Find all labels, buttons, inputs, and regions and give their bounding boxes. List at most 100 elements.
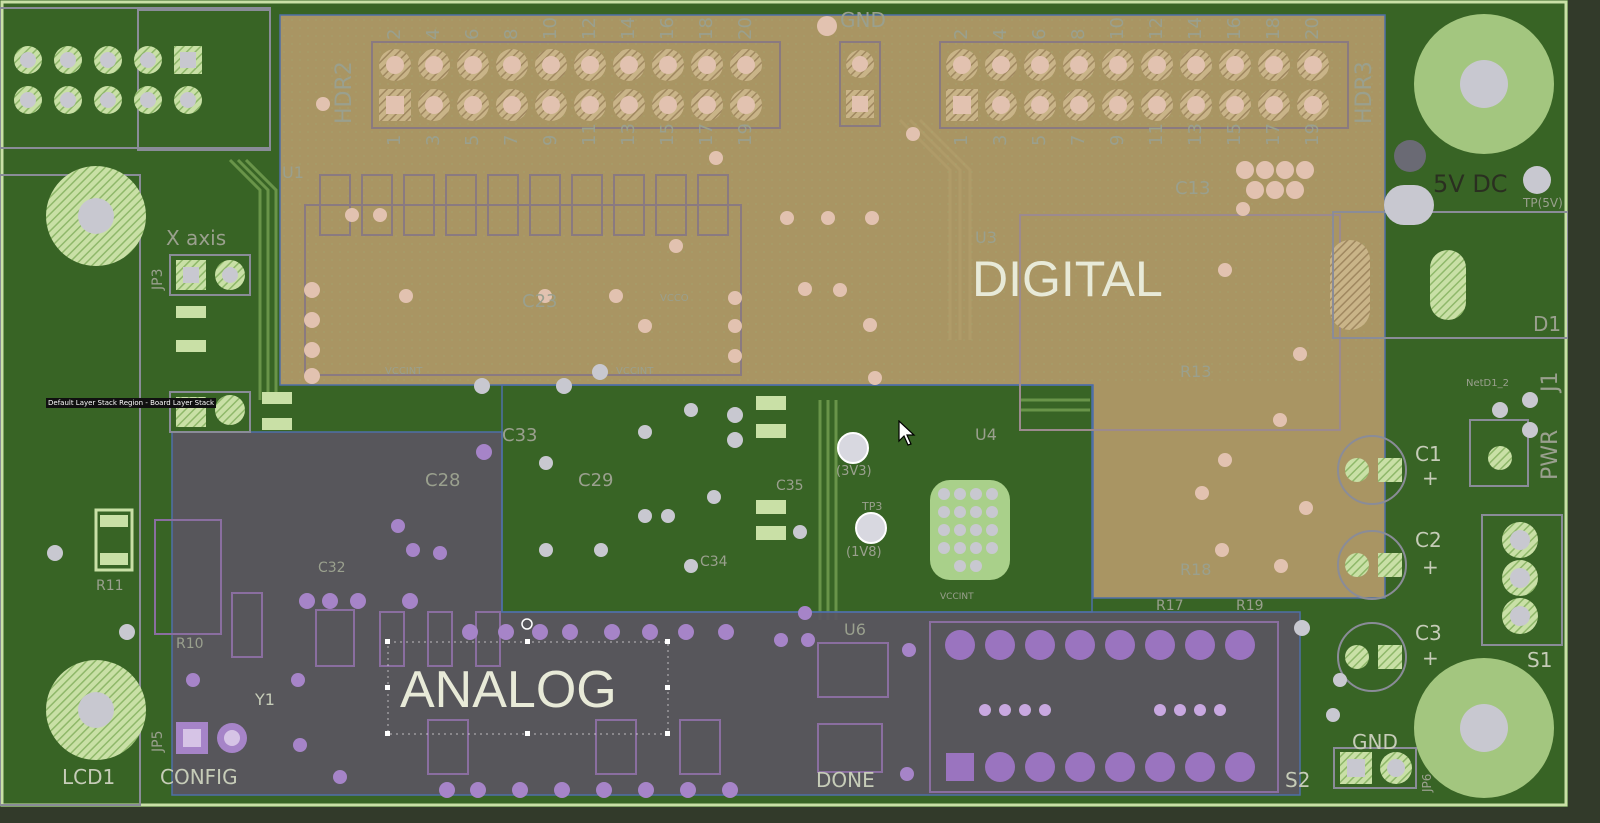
- header-pin-number: 7: [501, 134, 522, 146]
- header-pin-number: 3: [990, 134, 1011, 146]
- vccint-label-3: VCCINT: [940, 592, 974, 602]
- header-pin-number: 14: [1185, 17, 1206, 40]
- rotate-handle-icon[interactable]: [521, 618, 533, 630]
- arrow-cursor-icon: [898, 420, 916, 446]
- header-pin-number: 2: [384, 28, 405, 40]
- mixed-region: [501, 384, 1093, 613]
- u3-label: U3: [975, 228, 997, 247]
- header-pin-number: 1: [951, 134, 972, 146]
- netd1-label: NetD1_2: [1466, 378, 1509, 389]
- digital-region-label: DIGITAL: [972, 251, 1163, 307]
- header-pin-number: 6: [1029, 28, 1050, 40]
- done-label: DONE: [816, 768, 875, 792]
- r13-label: R13: [1180, 362, 1212, 381]
- jp3-label: JP3: [150, 268, 166, 290]
- vcco-label: VCCO: [660, 293, 689, 304]
- digital-vias: [304, 97, 1314, 573]
- c13-label: C13: [1175, 178, 1211, 199]
- hdr3-header[interactable]: [939, 41, 1349, 129]
- smd-pads: [100, 306, 786, 565]
- c28-label: C28: [425, 470, 461, 491]
- u1-label: U1: [282, 163, 304, 182]
- c1-plus: +: [1422, 466, 1439, 490]
- pwr-label: PWR: [1538, 429, 1563, 480]
- electrolytic-caps: [1337, 435, 1407, 692]
- gnd-bottom-label: GND: [1352, 730, 1398, 754]
- mounting-holes: [46, 14, 1554, 798]
- config-jumper[interactable]: [176, 722, 247, 754]
- header-pin-number: 20: [1302, 17, 1323, 40]
- header-pin-number: 10: [540, 17, 561, 40]
- c3-plus: +: [1422, 646, 1439, 670]
- x-axis-label: X axis: [166, 226, 227, 250]
- c23-label: C23: [522, 291, 558, 312]
- pcb-view[interactable]: [0, 0, 1568, 807]
- header-pin-number: 6: [462, 28, 483, 40]
- header-pin-number: 8: [1068, 28, 1089, 40]
- middle-vias: [474, 364, 807, 573]
- hdr2-header[interactable]: [371, 41, 781, 129]
- pwr-connector[interactable]: [1469, 392, 1538, 487]
- header-pin-number: 16: [1224, 17, 1245, 40]
- header-pin-number: 4: [990, 28, 1011, 40]
- r19-label: R19: [1236, 598, 1264, 614]
- lcd1-label: LCD1: [62, 765, 116, 789]
- header-pin-number: 11: [1146, 123, 1167, 146]
- tp1v8-label: (1V8): [846, 545, 882, 560]
- tp3-label: TP3: [862, 500, 883, 513]
- header-pin-number: 13: [1185, 123, 1206, 146]
- header-pin-number: 9: [1107, 134, 1128, 146]
- header-pin-number: 3: [423, 134, 444, 146]
- header-pin-number: 18: [696, 17, 717, 40]
- c3-label: C3: [1415, 621, 1442, 645]
- pcb-canvas[interactable]: DIGITAL ANALOG HDR2 HDR3 GND GND 5V DC T…: [0, 0, 1568, 807]
- header-pin-number: 19: [735, 123, 756, 146]
- c2-label: C2: [1415, 528, 1442, 552]
- header-pin-number: 4: [423, 28, 444, 40]
- header-pin-number: 20: [735, 17, 756, 40]
- header-pin-number: 17: [1263, 123, 1284, 146]
- r10-label: R10: [176, 636, 204, 652]
- header-pin-number: 5: [462, 134, 483, 146]
- header-pin-number: 12: [579, 17, 600, 40]
- dc-jack-pin: [1394, 140, 1426, 172]
- header-pin-number: 12: [1146, 17, 1167, 40]
- test-points[interactable]: [837, 432, 887, 544]
- s1-switch[interactable]: [1481, 514, 1563, 646]
- j1-label: J1: [1538, 371, 1563, 393]
- top-left-connector[interactable]: [0, 7, 271, 151]
- header-pin-number: 16: [657, 17, 678, 40]
- y1-label: Y1: [255, 690, 275, 709]
- header-pin-number: 14: [618, 17, 639, 40]
- jp5-label: JP5: [150, 730, 166, 752]
- d1-pad-2: [1430, 250, 1466, 320]
- c1-label: C1: [1415, 442, 1442, 466]
- u6-label: U6: [844, 620, 866, 639]
- header-pin-number: 5: [1029, 134, 1050, 146]
- header-pin-number: 10: [1107, 17, 1128, 40]
- hdr2-label: HDR2: [332, 61, 357, 124]
- gnd-top-label: GND: [840, 8, 886, 32]
- header-pin-number: 18: [1263, 17, 1284, 40]
- c32-label: C32: [318, 560, 346, 576]
- tp5v-pad: [1523, 166, 1551, 194]
- hdr3-label: HDR3: [1352, 61, 1377, 124]
- u4-label: U4: [975, 425, 997, 444]
- header-pin-number: 7: [1068, 134, 1089, 146]
- header-pin-number: 15: [657, 123, 678, 146]
- tp3v3-label: (3V3): [836, 464, 872, 479]
- analog-vias: [186, 444, 916, 798]
- jp3-jumper[interactable]: [169, 254, 251, 433]
- gnd-header-bottom[interactable]: [1333, 747, 1417, 789]
- header-pin-number: 11: [579, 123, 600, 146]
- r18-label: R18: [1180, 560, 1212, 579]
- s2-dip-switch[interactable]: [945, 630, 1255, 782]
- tp5v-label: TP(5V): [1523, 196, 1563, 210]
- gnd-header-top[interactable]: [817, 16, 881, 127]
- layer-stack-tooltip: Default Layer Stack Region - Board Layer…: [46, 398, 217, 408]
- five-v-dc-label: 5V DC: [1433, 170, 1508, 198]
- c33-label: C33: [502, 425, 538, 446]
- c34-label: C34: [700, 554, 728, 570]
- analog-region-label: ANALOG: [400, 661, 617, 719]
- r17-label: R17: [1156, 598, 1184, 614]
